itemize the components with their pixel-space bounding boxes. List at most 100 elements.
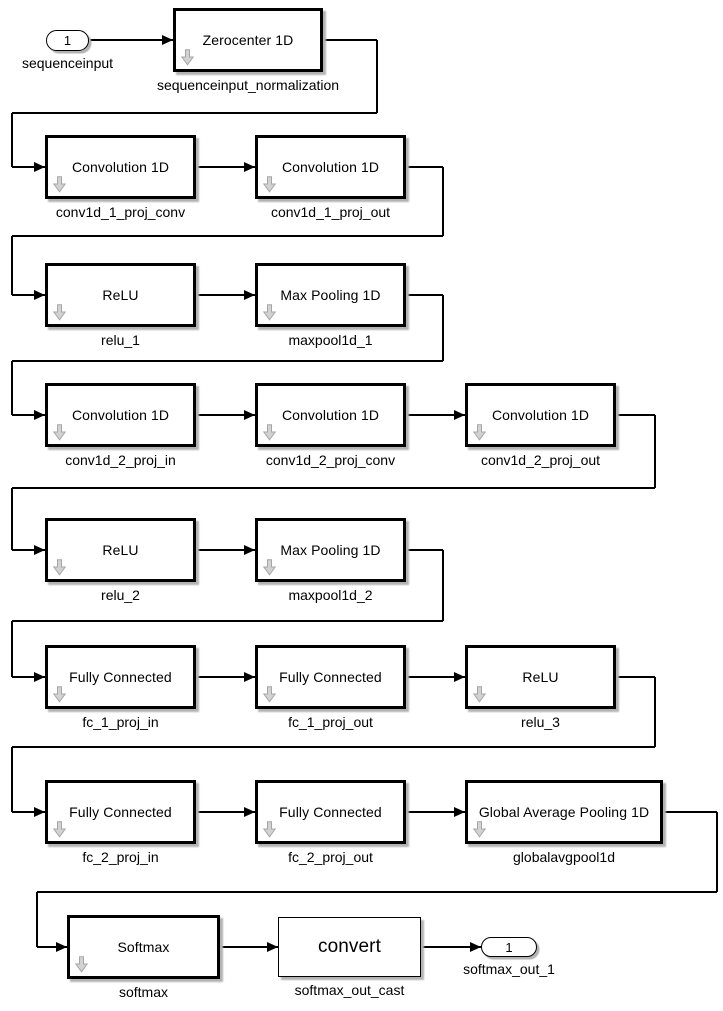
block-title: Convolution 1D xyxy=(71,159,170,175)
block-fc_2_proj_out[interactable]: Fully Connected xyxy=(255,780,406,844)
wire-segment-sequenceinput_normalization-to-conv1d_1_proj_conv[interactable] xyxy=(12,166,45,168)
wire-segment-sequenceinput_normalization-to-conv1d_1_proj_conv[interactable] xyxy=(11,113,13,167)
block-relu_2[interactable]: ReLU xyxy=(45,518,196,582)
wire-segment-sequenceinput-to-sequenceinput_normalization[interactable] xyxy=(89,39,173,41)
wire-segment-conv1d_2_proj_out-to-relu_2[interactable] xyxy=(12,487,655,489)
wire-segment-maxpool1d_1-to-conv1d_2_proj_in[interactable] xyxy=(12,360,443,362)
wire-segment-conv1d_2_proj_out-to-relu_2[interactable] xyxy=(616,414,655,416)
wire-segment-globalavgpool1d-to-softmax[interactable] xyxy=(663,811,717,813)
block-name-label: conv1d_2_proj_conv xyxy=(265,452,396,468)
wire-segment-relu_3-to-fc_2_proj_in[interactable] xyxy=(11,747,13,812)
block-conv1d_2_proj_conv[interactable]: Convolution 1D xyxy=(255,383,406,447)
block-fc_1_proj_in[interactable]: Fully Connected xyxy=(45,645,196,709)
block-conv1d_2_proj_out[interactable]: Convolution 1D xyxy=(465,383,616,447)
wire-segment-conv1d_2_proj_out-to-relu_2[interactable] xyxy=(11,488,13,550)
block-fc_1_proj_out[interactable]: Fully Connected xyxy=(255,645,406,709)
wire-arrowhead-icon xyxy=(454,671,465,682)
wire-segment-fc_2_proj_out-to-globalavgpool1d[interactable] xyxy=(406,811,465,813)
wire-segment-sequenceinput_normalization-to-conv1d_1_proj_conv[interactable] xyxy=(376,40,378,113)
wire-segment-conv1d_1_proj_out-to-relu_1[interactable] xyxy=(406,166,443,168)
wire-segment-conv1d_2_proj_out-to-relu_2[interactable] xyxy=(654,415,656,488)
block-globalavgpool1d[interactable]: Global Average Pooling 1D xyxy=(465,780,663,844)
block-sequenceinput_normalization[interactable]: Zerocenter 1D xyxy=(173,8,323,72)
wire-segment-relu_3-to-fc_2_proj_in[interactable] xyxy=(12,811,45,813)
wire-arrowhead-icon xyxy=(244,289,255,300)
wire-arrowhead-icon xyxy=(454,409,465,420)
block-name-label: fc_1_proj_in xyxy=(82,714,159,730)
wire-segment-globalavgpool1d-to-softmax[interactable] xyxy=(36,892,38,947)
wire-segment-maxpool1d_1-to-conv1d_2_proj_in[interactable] xyxy=(11,361,13,415)
wire-arrowhead-icon xyxy=(244,806,255,817)
wire-segment-globalavgpool1d-to-softmax[interactable] xyxy=(716,812,718,892)
block-title: Fully Connected xyxy=(69,804,172,820)
wire-segment-maxpool1d_1-to-conv1d_2_proj_in[interactable] xyxy=(406,294,443,296)
block-relu_1[interactable]: ReLU xyxy=(45,263,196,327)
wire-segment-fc_2_proj_in-to-fc_2_proj_out[interactable] xyxy=(196,811,255,813)
wire-segment-relu_3-to-fc_2_proj_in[interactable] xyxy=(654,677,656,747)
block-title: Fully Connected xyxy=(279,804,382,820)
wire-segment-conv1d_1_proj_out-to-relu_1[interactable] xyxy=(442,167,444,236)
block-softmax[interactable]: Softmax xyxy=(67,915,220,979)
block-title: Convolution 1D xyxy=(281,407,380,423)
wire-segment-conv1d_1_proj_out-to-relu_1[interactable] xyxy=(12,294,45,296)
output-port-softmax_out_1[interactable]: 1 xyxy=(481,937,537,957)
block-name-label: relu_3 xyxy=(521,714,560,730)
block-conv1d_2_proj_in[interactable]: Convolution 1D xyxy=(45,383,196,447)
block-conv1d_1_proj_conv[interactable]: Convolution 1D xyxy=(45,135,196,199)
block-title: ReLU xyxy=(522,669,559,685)
block-title: Softmax xyxy=(117,939,170,955)
block-conv1d_1_proj_out[interactable]: Convolution 1D xyxy=(255,135,406,199)
library-link-down-arrow-icon xyxy=(53,304,66,321)
block-name-label: fc_1_proj_out xyxy=(288,714,373,730)
wire-segment-sequenceinput_normalization-to-conv1d_1_proj_conv[interactable] xyxy=(12,112,377,114)
wire-segment-relu_2-to-maxpool1d_2[interactable] xyxy=(196,549,255,551)
wire-segment-conv1d_1_proj_conv-to-conv1d_1_proj_out[interactable] xyxy=(196,166,255,168)
wire-segment-relu_1-to-maxpool1d_1[interactable] xyxy=(196,294,255,296)
wire-segment-maxpool1d_2-to-fc_1_proj_in[interactable] xyxy=(12,620,443,622)
wire-arrowhead-icon xyxy=(34,161,45,172)
wire-segment-fc_1_proj_out-to-relu_3[interactable] xyxy=(406,676,465,678)
wire-segment-relu_3-to-fc_2_proj_in[interactable] xyxy=(12,746,655,748)
library-link-down-arrow-icon xyxy=(53,424,66,441)
block-name-label: fc_2_proj_in xyxy=(82,849,159,865)
block-title: Fully Connected xyxy=(279,669,382,685)
library-link-down-arrow-icon xyxy=(53,559,66,576)
wire-segment-softmax_out_cast-to-softmax_out_1[interactable] xyxy=(421,946,481,948)
wire-segment-conv1d_2_proj_conv-to-conv1d_2_proj_out[interactable] xyxy=(406,414,465,416)
library-link-down-arrow-icon xyxy=(263,559,276,576)
block-title: ReLU xyxy=(102,542,139,558)
block-name-label: relu_1 xyxy=(101,332,140,348)
library-link-down-arrow-icon xyxy=(263,176,276,193)
port-name-label: sequenceinput xyxy=(21,55,114,71)
wire-segment-globalavgpool1d-to-softmax[interactable] xyxy=(37,946,67,948)
wire-segment-maxpool1d_1-to-conv1d_2_proj_in[interactable] xyxy=(12,414,45,416)
wire-segment-fc_1_proj_in-to-fc_1_proj_out[interactable] xyxy=(196,676,255,678)
block-title: convert xyxy=(317,936,381,957)
block-fc_2_proj_in[interactable]: Fully Connected xyxy=(45,780,196,844)
wire-segment-globalavgpool1d-to-softmax[interactable] xyxy=(37,891,717,893)
block-relu_3[interactable]: ReLU xyxy=(465,645,616,709)
library-link-down-arrow-icon xyxy=(181,49,194,66)
block-title: Max Pooling 1D xyxy=(280,542,381,558)
library-link-down-arrow-icon xyxy=(53,821,66,838)
wire-segment-conv1d_2_proj_in-to-conv1d_2_proj_conv[interactable] xyxy=(196,414,255,416)
block-softmax_out_cast[interactable]: convert xyxy=(278,917,421,977)
input-port-sequenceinput[interactable]: 1 xyxy=(46,30,89,51)
wire-segment-sequenceinput_normalization-to-conv1d_1_proj_conv[interactable] xyxy=(323,39,377,41)
wire-segment-maxpool1d_2-to-fc_1_proj_in[interactable] xyxy=(406,549,443,551)
wire-segment-conv1d_1_proj_out-to-relu_1[interactable] xyxy=(12,235,443,237)
wire-segment-conv1d_2_proj_out-to-relu_2[interactable] xyxy=(12,549,45,551)
wire-arrowhead-icon xyxy=(267,941,278,952)
block-name-label: conv1d_1_proj_out xyxy=(270,204,391,220)
wire-segment-relu_3-to-fc_2_proj_in[interactable] xyxy=(616,676,655,678)
wire-segment-conv1d_1_proj_out-to-relu_1[interactable] xyxy=(11,236,13,295)
wire-segment-maxpool1d_2-to-fc_1_proj_in[interactable] xyxy=(11,621,13,677)
block-name-label: conv1d_2_proj_out xyxy=(480,452,601,468)
wire-segment-maxpool1d_2-to-fc_1_proj_in[interactable] xyxy=(12,676,45,678)
block-maxpool1d_1[interactable]: Max Pooling 1D xyxy=(255,263,406,327)
wire-segment-maxpool1d_2-to-fc_1_proj_in[interactable] xyxy=(442,550,444,621)
block-maxpool1d_2[interactable]: Max Pooling 1D xyxy=(255,518,406,582)
wire-segment-softmax-to-softmax_out_cast[interactable] xyxy=(220,946,278,948)
wire-segment-maxpool1d_1-to-conv1d_2_proj_in[interactable] xyxy=(442,295,444,361)
